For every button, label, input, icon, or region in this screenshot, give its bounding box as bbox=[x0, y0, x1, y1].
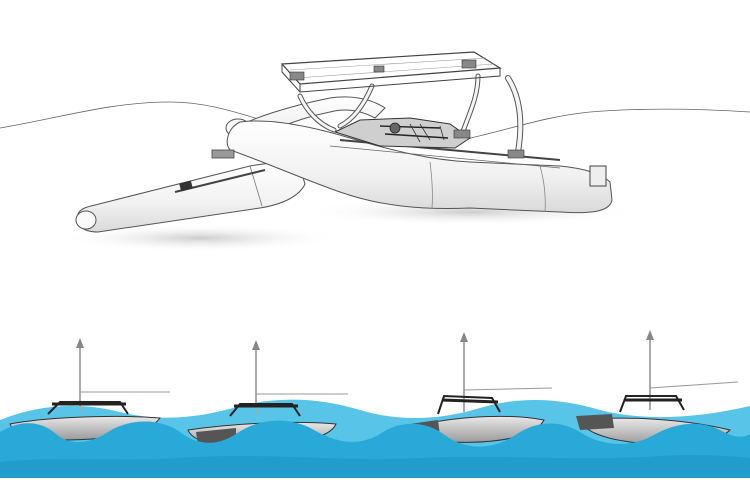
hull-shadow bbox=[60, 224, 340, 252]
main-boat-drawing bbox=[0, 51, 750, 252]
front-pontoon-nose bbox=[75, 210, 97, 230]
front-pontoon bbox=[76, 162, 306, 233]
bottom-margin bbox=[0, 478, 750, 500]
stern-box bbox=[589, 165, 607, 187]
wave-sequence bbox=[0, 330, 750, 500]
